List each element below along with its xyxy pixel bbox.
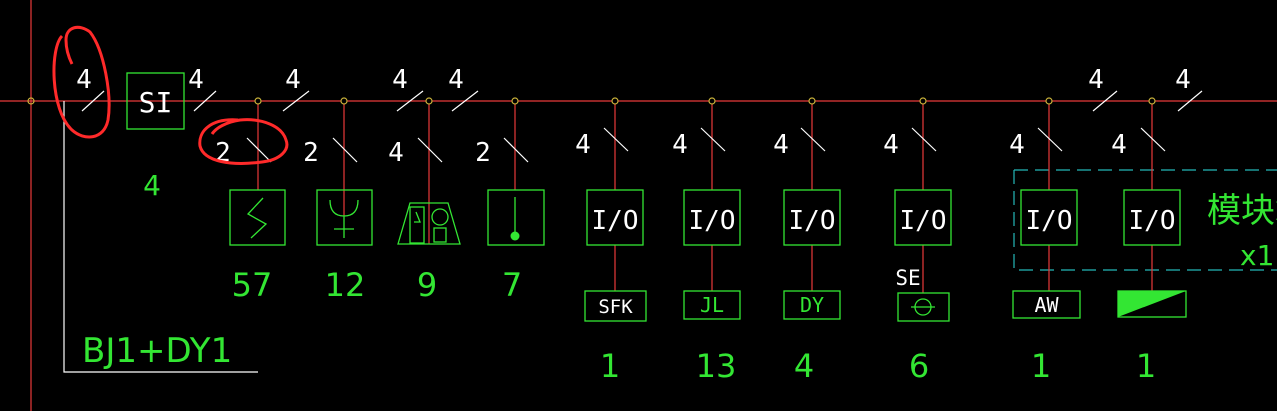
heat-detector-box[interactable] (316, 189, 373, 246)
io-module-jl[interactable] (683, 97, 741, 291)
io-quantity: 1 (1031, 347, 1051, 385)
bus-slash (451, 90, 479, 112)
module-box-title: 模块箱 (1207, 191, 1277, 231)
io-wire-count: 4 (575, 130, 591, 160)
drop-slash (246, 137, 272, 163)
bus-node (511, 97, 519, 105)
smoke-detector-icon (246, 197, 268, 239)
io-sub-label: AW (1034, 293, 1059, 317)
bus-slash (1177, 90, 1203, 112)
device-quantity: 57 (232, 266, 273, 304)
si-out-count: 4 (188, 65, 204, 95)
sounder-strobe-icon[interactable] (397, 202, 461, 245)
module-box-count: x1 (1240, 239, 1274, 272)
bus-slash (193, 90, 217, 112)
io-sub-label: JL (700, 293, 724, 317)
drop-slash (417, 137, 443, 163)
io-sub-box[interactable] (584, 290, 647, 322)
io-wire-count: 4 (1111, 130, 1127, 160)
io-module-label: I/O (592, 206, 639, 236)
bus-node (254, 97, 262, 105)
io-wire-count: 4 (883, 130, 899, 160)
io-top-label: SE (895, 266, 920, 290)
device-quantity: 9 (417, 266, 437, 304)
valve-icon (911, 298, 935, 316)
io-sub-box[interactable] (783, 290, 841, 320)
io-module-label: I/O (789, 206, 836, 236)
io-wire-count: 4 (773, 130, 789, 160)
io-sub-box[interactable] (897, 292, 950, 322)
io-module-label: I/O (900, 206, 947, 236)
si-in-count: 4 (76, 65, 92, 95)
io-sub-label: DY (800, 293, 824, 317)
io-quantity: 6 (909, 347, 929, 385)
device-quantity: 12 (325, 266, 366, 304)
si-module-quantity: 4 (143, 169, 161, 202)
bus-slash (81, 90, 105, 112)
io-module-sfk[interactable] (586, 97, 644, 291)
io-wire-count: 4 (672, 130, 688, 160)
io-quantity: 4 (794, 347, 814, 385)
module-box-outline (1013, 169, 1277, 271)
io-module-label: I/O (1026, 206, 1073, 236)
device-wire-count: 2 (303, 138, 319, 168)
device-wire-count: 2 (475, 138, 491, 168)
io-module-label: I/O (689, 206, 736, 236)
panel-outline-line (63, 101, 258, 373)
io-sub-label: SFK (598, 296, 633, 318)
io-module-dy[interactable] (783, 97, 841, 291)
drop-slash (503, 137, 529, 163)
device-quantity: 7 (502, 266, 522, 304)
bus-slash (282, 90, 310, 112)
bus-count: 4 (448, 65, 464, 95)
bus-count: 4 (1088, 65, 1104, 95)
io-quantity: 1 (1136, 347, 1156, 385)
bus-count: 4 (392, 65, 408, 95)
bus-count: 4 (285, 65, 301, 95)
io-module-label: I/O (1129, 206, 1176, 236)
io-quantity: 1 (600, 347, 620, 385)
bus-slash (396, 90, 424, 112)
si-module-label: SI (139, 86, 173, 119)
bus-node (425, 97, 433, 105)
manual-call-point-box[interactable] (487, 189, 545, 246)
markup-circle (52, 25, 111, 139)
bus-node (27, 97, 35, 105)
device-wire-count: 4 (388, 138, 404, 168)
bus-count: 4 (1175, 65, 1191, 95)
io-wire-count: 4 (1009, 130, 1025, 160)
bus-slash (1092, 90, 1118, 112)
io-quantity: 13 (696, 347, 737, 385)
drop-slash (332, 137, 358, 163)
panel-label: BJ1+DY1 (82, 331, 232, 371)
io-module-se[interactable] (894, 97, 952, 293)
heat-detector-icon (329, 199, 359, 238)
io-sub-box[interactable] (1012, 290, 1081, 319)
io-module-aw[interactable] (1020, 97, 1078, 291)
si-module-box[interactable] (126, 72, 185, 130)
io-module-damper[interactable] (1123, 97, 1181, 291)
damper-icon[interactable] (1117, 290, 1187, 318)
io-sub-box[interactable] (683, 290, 741, 320)
smoke-detector-box[interactable] (229, 189, 286, 246)
bus-node (340, 97, 348, 105)
manual-call-point-dot (510, 231, 520, 241)
markup-circle (198, 118, 289, 165)
